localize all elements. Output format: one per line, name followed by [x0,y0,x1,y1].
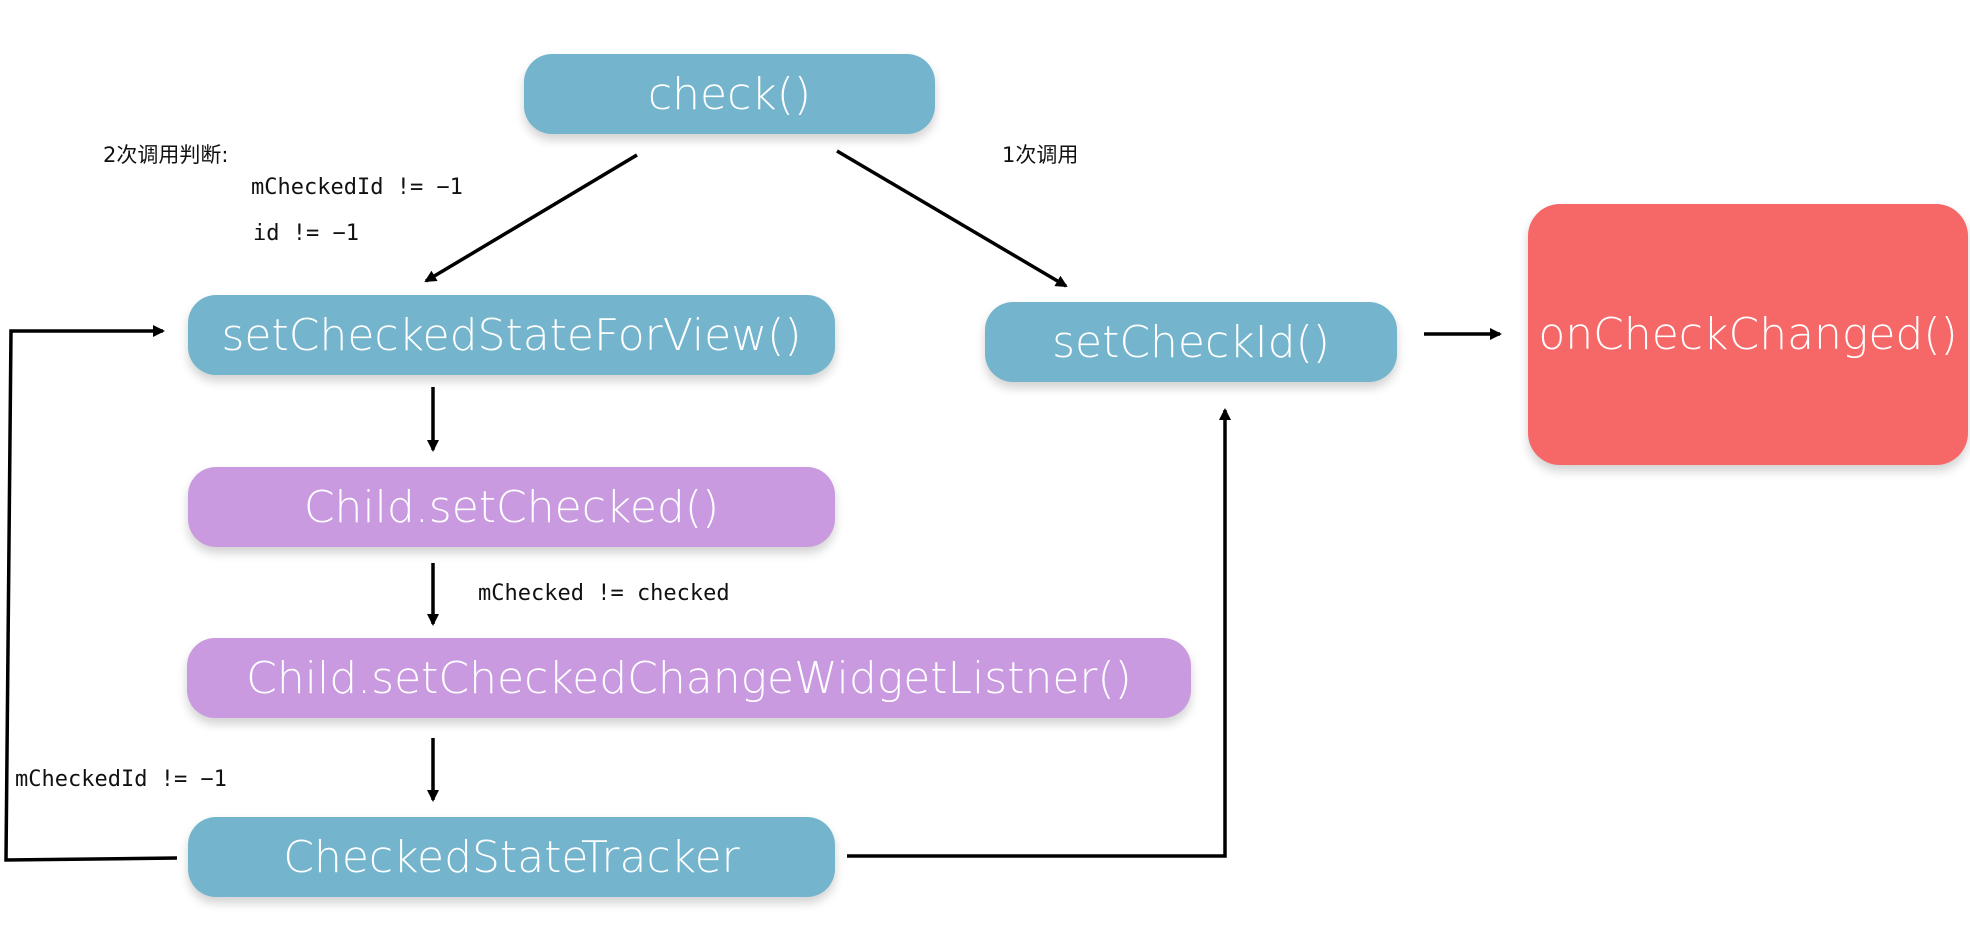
label-one-call: 1次调用 [1002,143,1079,167]
node-on-check-changed-label: onCheckChanged() [1538,309,1958,360]
node-child-set-checked-change-widget-listener: Child.setCheckedChangeWidgetListner() [187,638,1191,718]
node-check-label: check() [647,68,812,120]
label-id-condition: id != −1 [253,221,359,246]
node-check: check() [524,54,935,134]
arrow-check-to-setcheckid [836,149,1068,288]
arrow-check-to-setcheckedstateforview [424,153,638,283]
label-m-checked-condition: mChecked != checked [478,581,730,606]
label-two-calls-condition: 2次调用判断: [103,143,229,167]
node-set-checked-state-for-view: setCheckedStateForView() [188,295,835,375]
node-child-set-checked: Child.setChecked() [188,467,835,547]
node-checked-state-tracker: CheckedStateTracker [188,817,835,897]
node-set-check-id-label: setCheckId() [1052,316,1330,368]
label-loop-condition: mCheckedId != −1 [15,767,227,792]
node-on-check-changed: onCheckChanged() [1528,204,1968,465]
node-child-set-checked-change-widget-listener-label: Child.setCheckedChangeWidgetListner() [246,652,1132,704]
node-set-checked-state-for-view-label: setCheckedStateForView() [221,309,802,361]
node-checked-state-tracker-label: CheckedStateTracker [283,831,740,883]
node-set-check-id: setCheckId() [985,302,1397,382]
label-m-checked-id-condition: mCheckedId != −1 [251,175,463,200]
node-child-set-checked-label: Child.setChecked() [303,481,720,533]
arrow-checkedstatetracker-to-setcheckedstateforview [4,325,178,862]
arrow-checkedstatetracker-to-setcheckid [847,408,1231,858]
